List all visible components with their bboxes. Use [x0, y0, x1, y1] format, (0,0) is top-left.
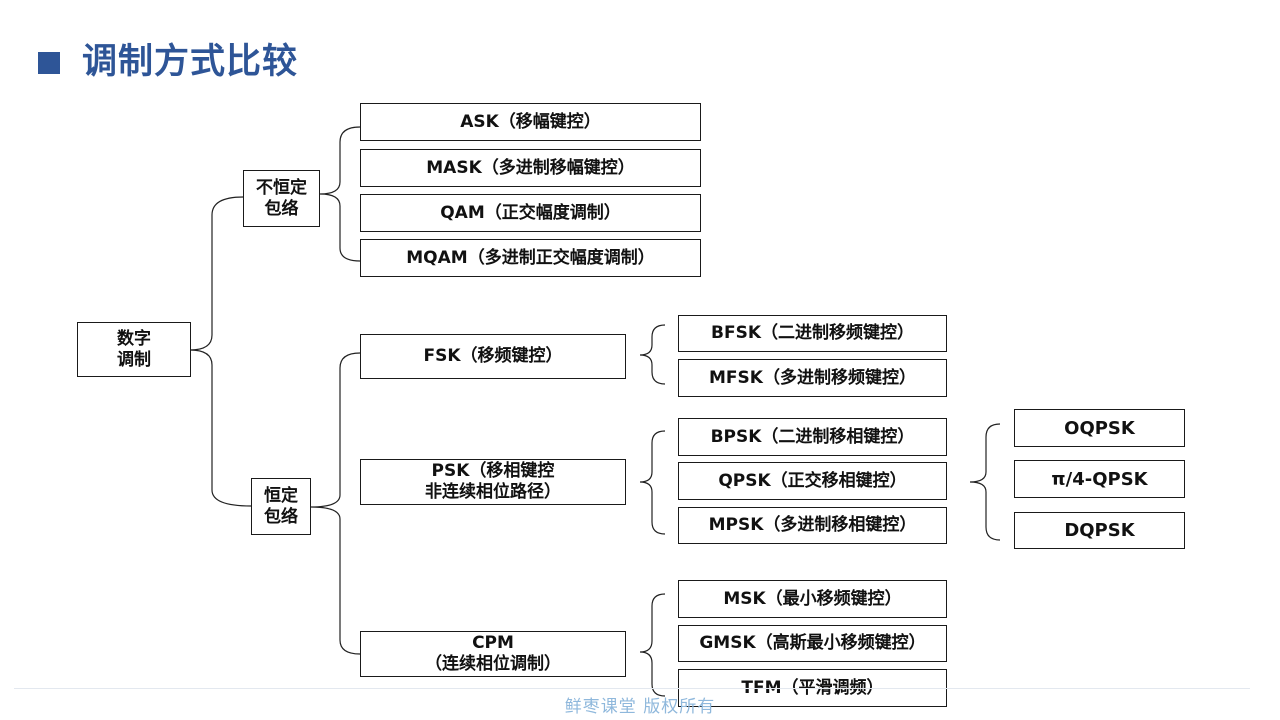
node-psk: PSK（移相键控 非连续相位路径） — [360, 459, 626, 505]
brace-cpm — [639, 593, 666, 697]
brace-constant — [310, 352, 361, 655]
title-bullet-icon — [38, 52, 60, 74]
node-nonconstant-envelope: 不恒定 包络 — [243, 170, 320, 227]
node-mqam: MQAM（多进制正交幅度调制） — [360, 239, 701, 277]
node-gmsk: GMSK（高斯最小移频键控） — [678, 625, 947, 662]
node-fsk: FSK（移频键控） — [360, 334, 626, 379]
node-bfsk: BFSK（二进制移频键控） — [678, 315, 947, 352]
page-title: 调制方式比较 — [82, 42, 299, 82]
node-cpm: CPM （连续相位调制） — [360, 631, 626, 677]
node-oqpsk: OQPSK — [1014, 409, 1185, 447]
brace-root — [189, 196, 252, 507]
node-mask: MASK（多进制移幅键控） — [360, 149, 701, 187]
node-ask: ASK（移幅键控） — [360, 103, 701, 141]
node-msk: MSK（最小移频键控） — [678, 580, 947, 618]
brace-nonconstant — [319, 126, 361, 262]
node-mpsk: MPSK（多进制移相键控） — [678, 507, 947, 544]
root-node-digital-modulation: 数字 调制 — [77, 322, 191, 377]
node-mfsk: MFSK（多进制移频键控） — [678, 359, 947, 397]
node-constant-envelope: 恒定 包络 — [251, 478, 311, 535]
node-pi4-qpsk: π/4-QPSK — [1014, 460, 1185, 498]
copyright-watermark: 鲜枣课堂 版权所有 — [564, 697, 716, 717]
node-qpsk: QPSK（正交移相键控） — [678, 462, 947, 500]
brace-fsk — [639, 324, 666, 385]
brace-psk — [639, 430, 666, 535]
node-dqpsk: DQPSK — [1014, 512, 1185, 549]
node-qam: QAM（正交幅度调制） — [360, 194, 701, 232]
brace-qpsk-variants — [969, 423, 1001, 541]
footer-divider — [14, 688, 1250, 689]
node-bpsk: BPSK（二进制移相键控） — [678, 418, 947, 456]
